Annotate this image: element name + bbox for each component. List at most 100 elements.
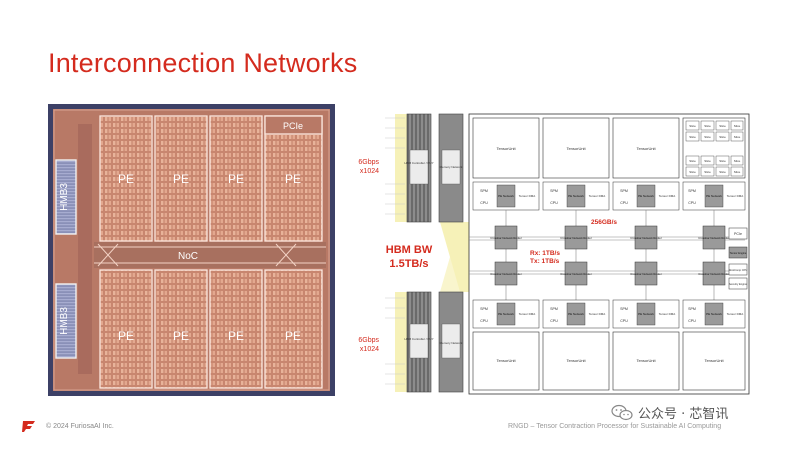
pe-subunits-bottom — [472, 299, 746, 329]
slide-title: Interconnection Networks — [48, 48, 358, 78]
bw-256-label: 256GB/s — [591, 219, 617, 226]
crossbar-label: Crossbar Network Router — [698, 236, 730, 240]
slice-label: Slice — [734, 124, 741, 128]
tensor-dma-label: Tensor DMA — [727, 312, 744, 316]
pe-blocks-bottom — [99, 269, 323, 389]
security-engine-block — [728, 277, 748, 290]
pe-network-label: PE Network — [498, 194, 514, 198]
watermark: 公众号 · 芯智讯 — [611, 403, 728, 422]
pe-network-label: PE Network — [706, 194, 722, 198]
chip-die-image: HMB3 HMB3 PE PE PE PE PCIe NoC PE PE PE … — [48, 104, 335, 396]
pe-network-label: PE Network — [568, 312, 584, 316]
spm-label: SPM — [550, 189, 558, 193]
rootcomp-cpu-block — [728, 263, 748, 276]
tensor-dma-label: Tensor DMA — [659, 312, 676, 316]
spm-label: SPM — [620, 307, 628, 311]
tensor-unit-label: TensorUnit — [704, 358, 724, 363]
pe-network-label: PE Network — [498, 312, 514, 316]
cpu-label: CPU — [480, 319, 488, 323]
hbm-controller-label: HBM Controller / PHY — [404, 161, 433, 165]
pe-label: PE — [118, 172, 134, 186]
slice-label: Slice — [689, 135, 696, 139]
tx-label: Tx: 1TB/s — [530, 258, 560, 265]
rootcomp-cpu-label: RootComp CPU — [729, 268, 748, 272]
interconnect-block-diagram: 6Gbps x1024 6Gbps x1024 HBM BW 1.5TB/s H… — [345, 104, 783, 404]
noc-band — [94, 242, 326, 268]
crossbar-label: Crossbar Network Router — [490, 236, 522, 240]
spm-label: SPM — [480, 307, 488, 311]
crossbar-routers — [494, 225, 726, 286]
slice-label: Slice — [704, 135, 711, 139]
hbm-label-top: HMB3 — [59, 183, 70, 211]
pe-network-label: PE Network — [638, 194, 654, 198]
rate-label: 6Gbps — [358, 337, 379, 344]
cpu-label: CPU — [550, 319, 558, 323]
slice-label: Slice — [704, 124, 711, 128]
tensor-dma-label: Tensor DMA — [727, 194, 744, 198]
pe-label: PE — [285, 329, 301, 343]
watermark-text: 公众号 · 芯智讯 — [638, 407, 729, 422]
rate-label: x1024 — [360, 168, 379, 175]
pe-label: PE — [228, 172, 244, 186]
tensor-dma-label: Tensor DMA — [589, 312, 606, 316]
spm-label: SPM — [688, 307, 696, 311]
slice-label: Slice — [719, 159, 726, 163]
pcie-block — [728, 227, 748, 240]
pe-label: PE — [173, 329, 189, 343]
cpu-label: CPU — [620, 319, 628, 323]
cpu-label: CPU — [688, 319, 696, 323]
pe-label: PE — [173, 172, 189, 186]
cpu-label: CPU — [480, 201, 488, 205]
noc-label: NoC — [178, 251, 198, 262]
tensor-unit-label: TensorUnit — [636, 146, 656, 151]
tensor-engine-block — [728, 246, 748, 259]
hbm-controller-label: HBM Controller / PHY — [404, 337, 433, 341]
pe-subunits-top — [472, 181, 746, 211]
tensor-dma-label: Tensor DMA — [519, 312, 536, 316]
wechat-icon — [611, 404, 633, 420]
slice-label: Slice — [704, 159, 711, 163]
cpu-label: CPU — [550, 201, 558, 205]
crossbar-label: Crossbar Network Router — [698, 272, 730, 276]
slice-label: Slice — [689, 124, 696, 128]
footer-copyright: © 2024 FuriosaAI Inc. — [46, 423, 114, 430]
crossbar-label: Crossbar Network Router — [490, 272, 522, 276]
pe-network-label: PE Network — [638, 312, 654, 316]
tensor-unit-label: TensorUnit — [566, 358, 586, 363]
pe-label: PE — [228, 329, 244, 343]
crossbar-label: Crossbar Network Router — [630, 272, 662, 276]
hbm-label-bottom: HMB3 — [59, 307, 70, 335]
slice-label: Slice — [689, 170, 696, 174]
furiosa-logo-icon — [22, 419, 38, 438]
tensor-engine-label: Tensor Engine — [730, 251, 747, 255]
rate-label: x1024 — [360, 346, 379, 353]
memory-network-label: Memory Network — [440, 341, 463, 345]
spm-label: SPM — [620, 189, 628, 193]
pe-network-label: PE Network — [706, 312, 722, 316]
slice-label: Slice — [734, 159, 741, 163]
spm-label: SPM — [550, 307, 558, 311]
slice-label: Slice — [704, 170, 711, 174]
tensor-unit-label: TensorUnit — [636, 358, 656, 363]
tensor-dma-label: Tensor DMA — [589, 194, 606, 198]
footer-caption: RNGD – Tensor Contraction Processor for … — [508, 423, 722, 430]
slice-label: Slice — [734, 135, 741, 139]
pe-label: PE — [118, 329, 134, 343]
tensor-dma-label: Tensor DMA — [659, 194, 676, 198]
slice-label: Slice — [734, 170, 741, 174]
cpu-label: CPU — [688, 201, 696, 205]
rx-label: Rx: 1TB/s — [530, 250, 560, 257]
pe-label: PE — [285, 172, 301, 186]
pe-blocks-top — [99, 115, 323, 242]
tensor-unit-label: TensorUnit — [496, 146, 516, 151]
security-engine-label: Security Engine — [729, 282, 748, 286]
slice-label: Slice — [719, 135, 726, 139]
slice-label: Slice — [719, 170, 726, 174]
spm-label: SPM — [688, 189, 696, 193]
slice-grid-top — [685, 120, 744, 177]
rate-label: 6Gbps — [358, 159, 379, 166]
slice-label: Slice — [719, 124, 726, 128]
memory-network-label: Memory Network — [440, 165, 463, 169]
pcie-label: PCIe — [283, 121, 303, 131]
crossbar-label: Crossbar Network Router — [560, 272, 592, 276]
